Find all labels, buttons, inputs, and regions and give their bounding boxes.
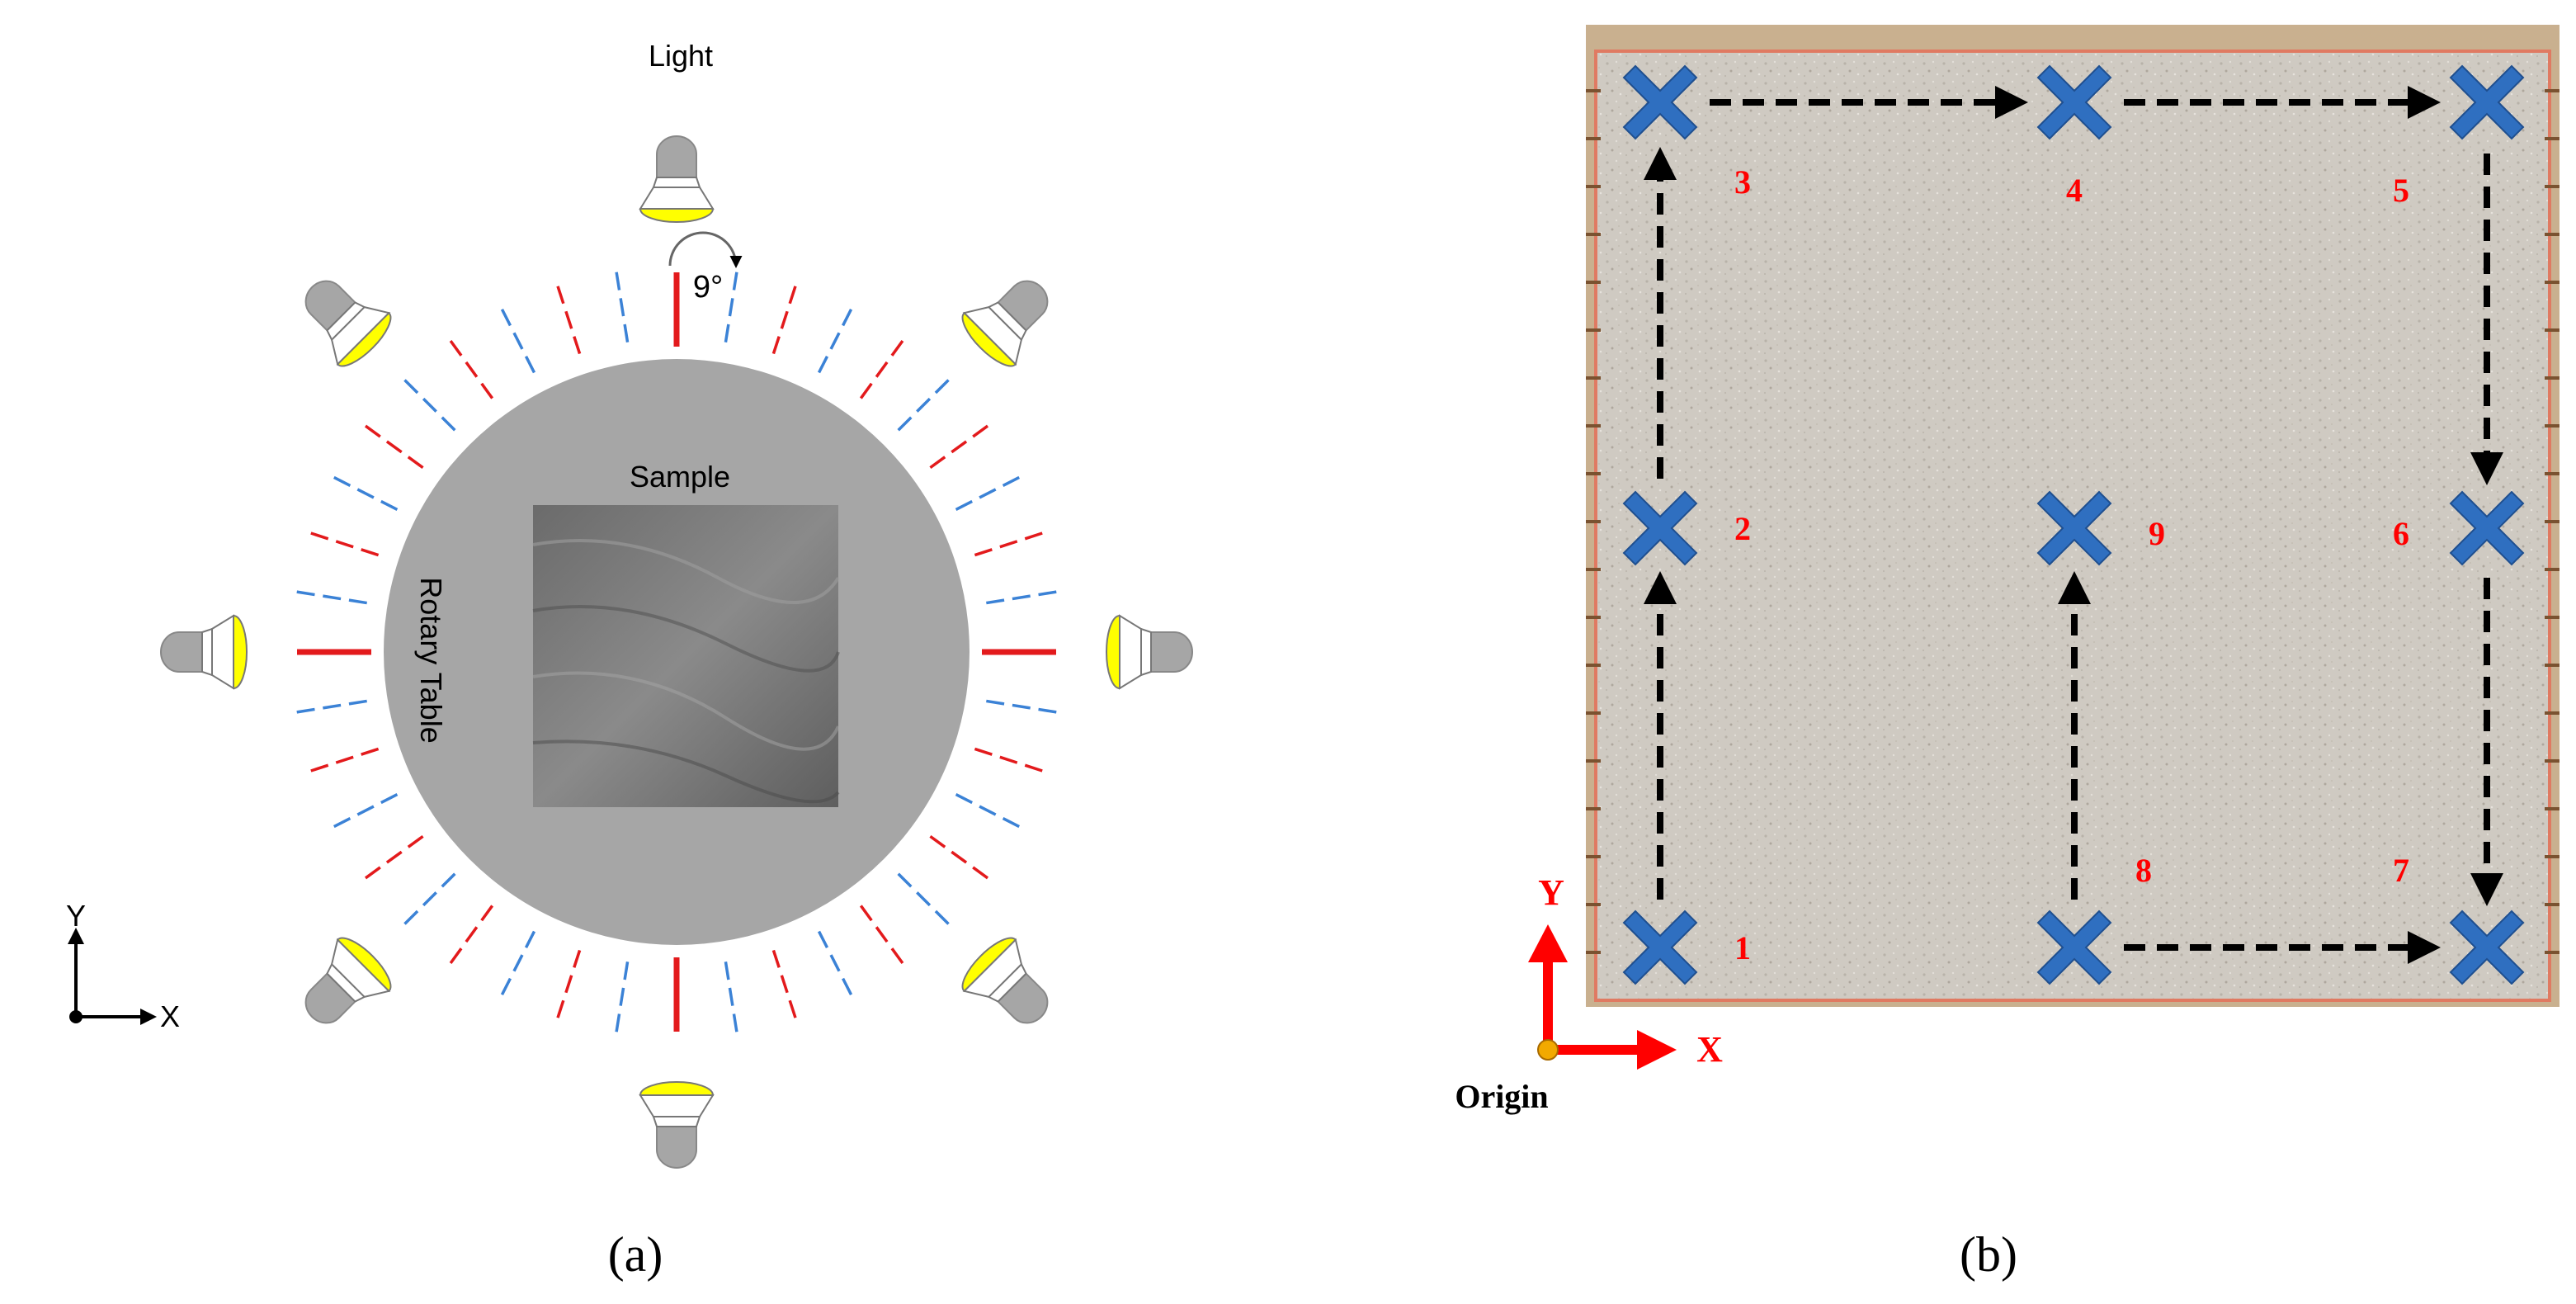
minor-tick [614, 961, 630, 1036]
light-bulb-icon [961, 937, 1049, 1024]
minor-tick [614, 268, 630, 343]
minor-tick [817, 305, 854, 374]
light-bulb-icon [304, 937, 392, 1024]
panel-a: Sample Rotary Table Light 9° Y X (a) [66, 39, 1193, 1282]
point-label: 9 [2149, 515, 2165, 552]
minor-tick [447, 905, 494, 967]
x-marker-icon [2449, 909, 2525, 985]
minor-tick [929, 423, 992, 470]
x-marker-icon [2036, 64, 2112, 140]
light-bulb-icon [639, 1081, 715, 1169]
rotary-table-label: Rotary Table [414, 577, 448, 743]
measurement-points: 1 2 3 4 5 6 7 8 9 [1622, 64, 2525, 985]
origin-axes-icon [1528, 924, 1677, 1070]
minor-tick [293, 589, 367, 605]
light-bulb-icon [160, 614, 248, 690]
minor-tick [361, 423, 424, 470]
minor-tick [401, 376, 456, 432]
minor-tick [724, 961, 739, 1036]
caption-a: (a) [608, 1227, 663, 1282]
light-label: Light [649, 39, 713, 73]
axis-x-label: X [160, 999, 180, 1033]
minor-tick [771, 949, 798, 1022]
light-bulb-icon [304, 280, 392, 367]
minor-tick [330, 475, 399, 512]
point-label: 5 [2393, 172, 2409, 209]
angle-label: 9° [693, 270, 723, 305]
minor-tick [330, 792, 399, 829]
x-marker-icon [2449, 64, 2525, 140]
minor-tick [499, 305, 536, 374]
x-marker-icon [2036, 909, 2112, 985]
minor-tick [986, 699, 1060, 715]
minor-tick [974, 747, 1046, 773]
minor-tick [859, 337, 906, 399]
x-marker-icon [1622, 490, 1698, 566]
minor-tick [897, 872, 952, 928]
origin-label: Origin [1455, 1078, 1548, 1115]
light-bulb-icon [1106, 614, 1193, 690]
rotation-arc-icon [668, 231, 743, 268]
sample-image [532, 505, 840, 807]
minor-tick [293, 699, 367, 715]
point-label: 6 [2393, 515, 2409, 552]
minor-tick [307, 747, 380, 773]
scan-path-arrows [1644, 86, 2503, 964]
origin-axis-x-label: X [1696, 1029, 1723, 1070]
angle-tick-marks [293, 268, 1060, 1036]
minor-tick [307, 531, 380, 557]
minor-tick [555, 282, 582, 355]
light-bulb-icon [639, 135, 715, 223]
axis-y-label: Y [66, 899, 86, 933]
x-marker-icon [1622, 909, 1698, 985]
minor-tick [401, 872, 456, 928]
minor-tick [986, 589, 1060, 605]
caption-b: (b) [1960, 1227, 2017, 1282]
point-label: 4 [2066, 172, 2083, 209]
minor-tick [499, 930, 536, 999]
x-marker-icon [1622, 64, 1698, 140]
minor-tick [974, 531, 1046, 557]
frame-notches [1586, 89, 2559, 954]
xy-axis-icon [68, 928, 157, 1025]
minor-tick [361, 834, 424, 881]
minor-tick [447, 337, 494, 399]
point-label: 7 [2393, 852, 2409, 889]
point-label: 1 [1734, 929, 1751, 966]
light-sources [160, 135, 1193, 1169]
minor-tick [897, 376, 952, 432]
panel-b: 1 2 3 4 5 6 7 8 9 Y X Origin (b) [1455, 25, 2559, 1282]
point-label: 2 [1734, 510, 1751, 547]
minor-tick [955, 475, 1023, 512]
minor-tick [771, 282, 798, 355]
x-marker-icon [2036, 490, 2112, 566]
light-bulb-icon [961, 280, 1049, 367]
x-marker-icon [2449, 490, 2525, 566]
origin-axis-y-label: Y [1538, 872, 1564, 913]
sample-label: Sample [630, 460, 730, 494]
minor-tick [929, 834, 992, 881]
minor-tick [817, 930, 854, 999]
minor-tick [555, 949, 582, 1022]
point-label: 8 [2135, 852, 2152, 889]
point-label: 3 [1734, 163, 1751, 201]
minor-tick [859, 905, 906, 967]
minor-tick [955, 792, 1023, 829]
minor-tick [724, 268, 739, 343]
